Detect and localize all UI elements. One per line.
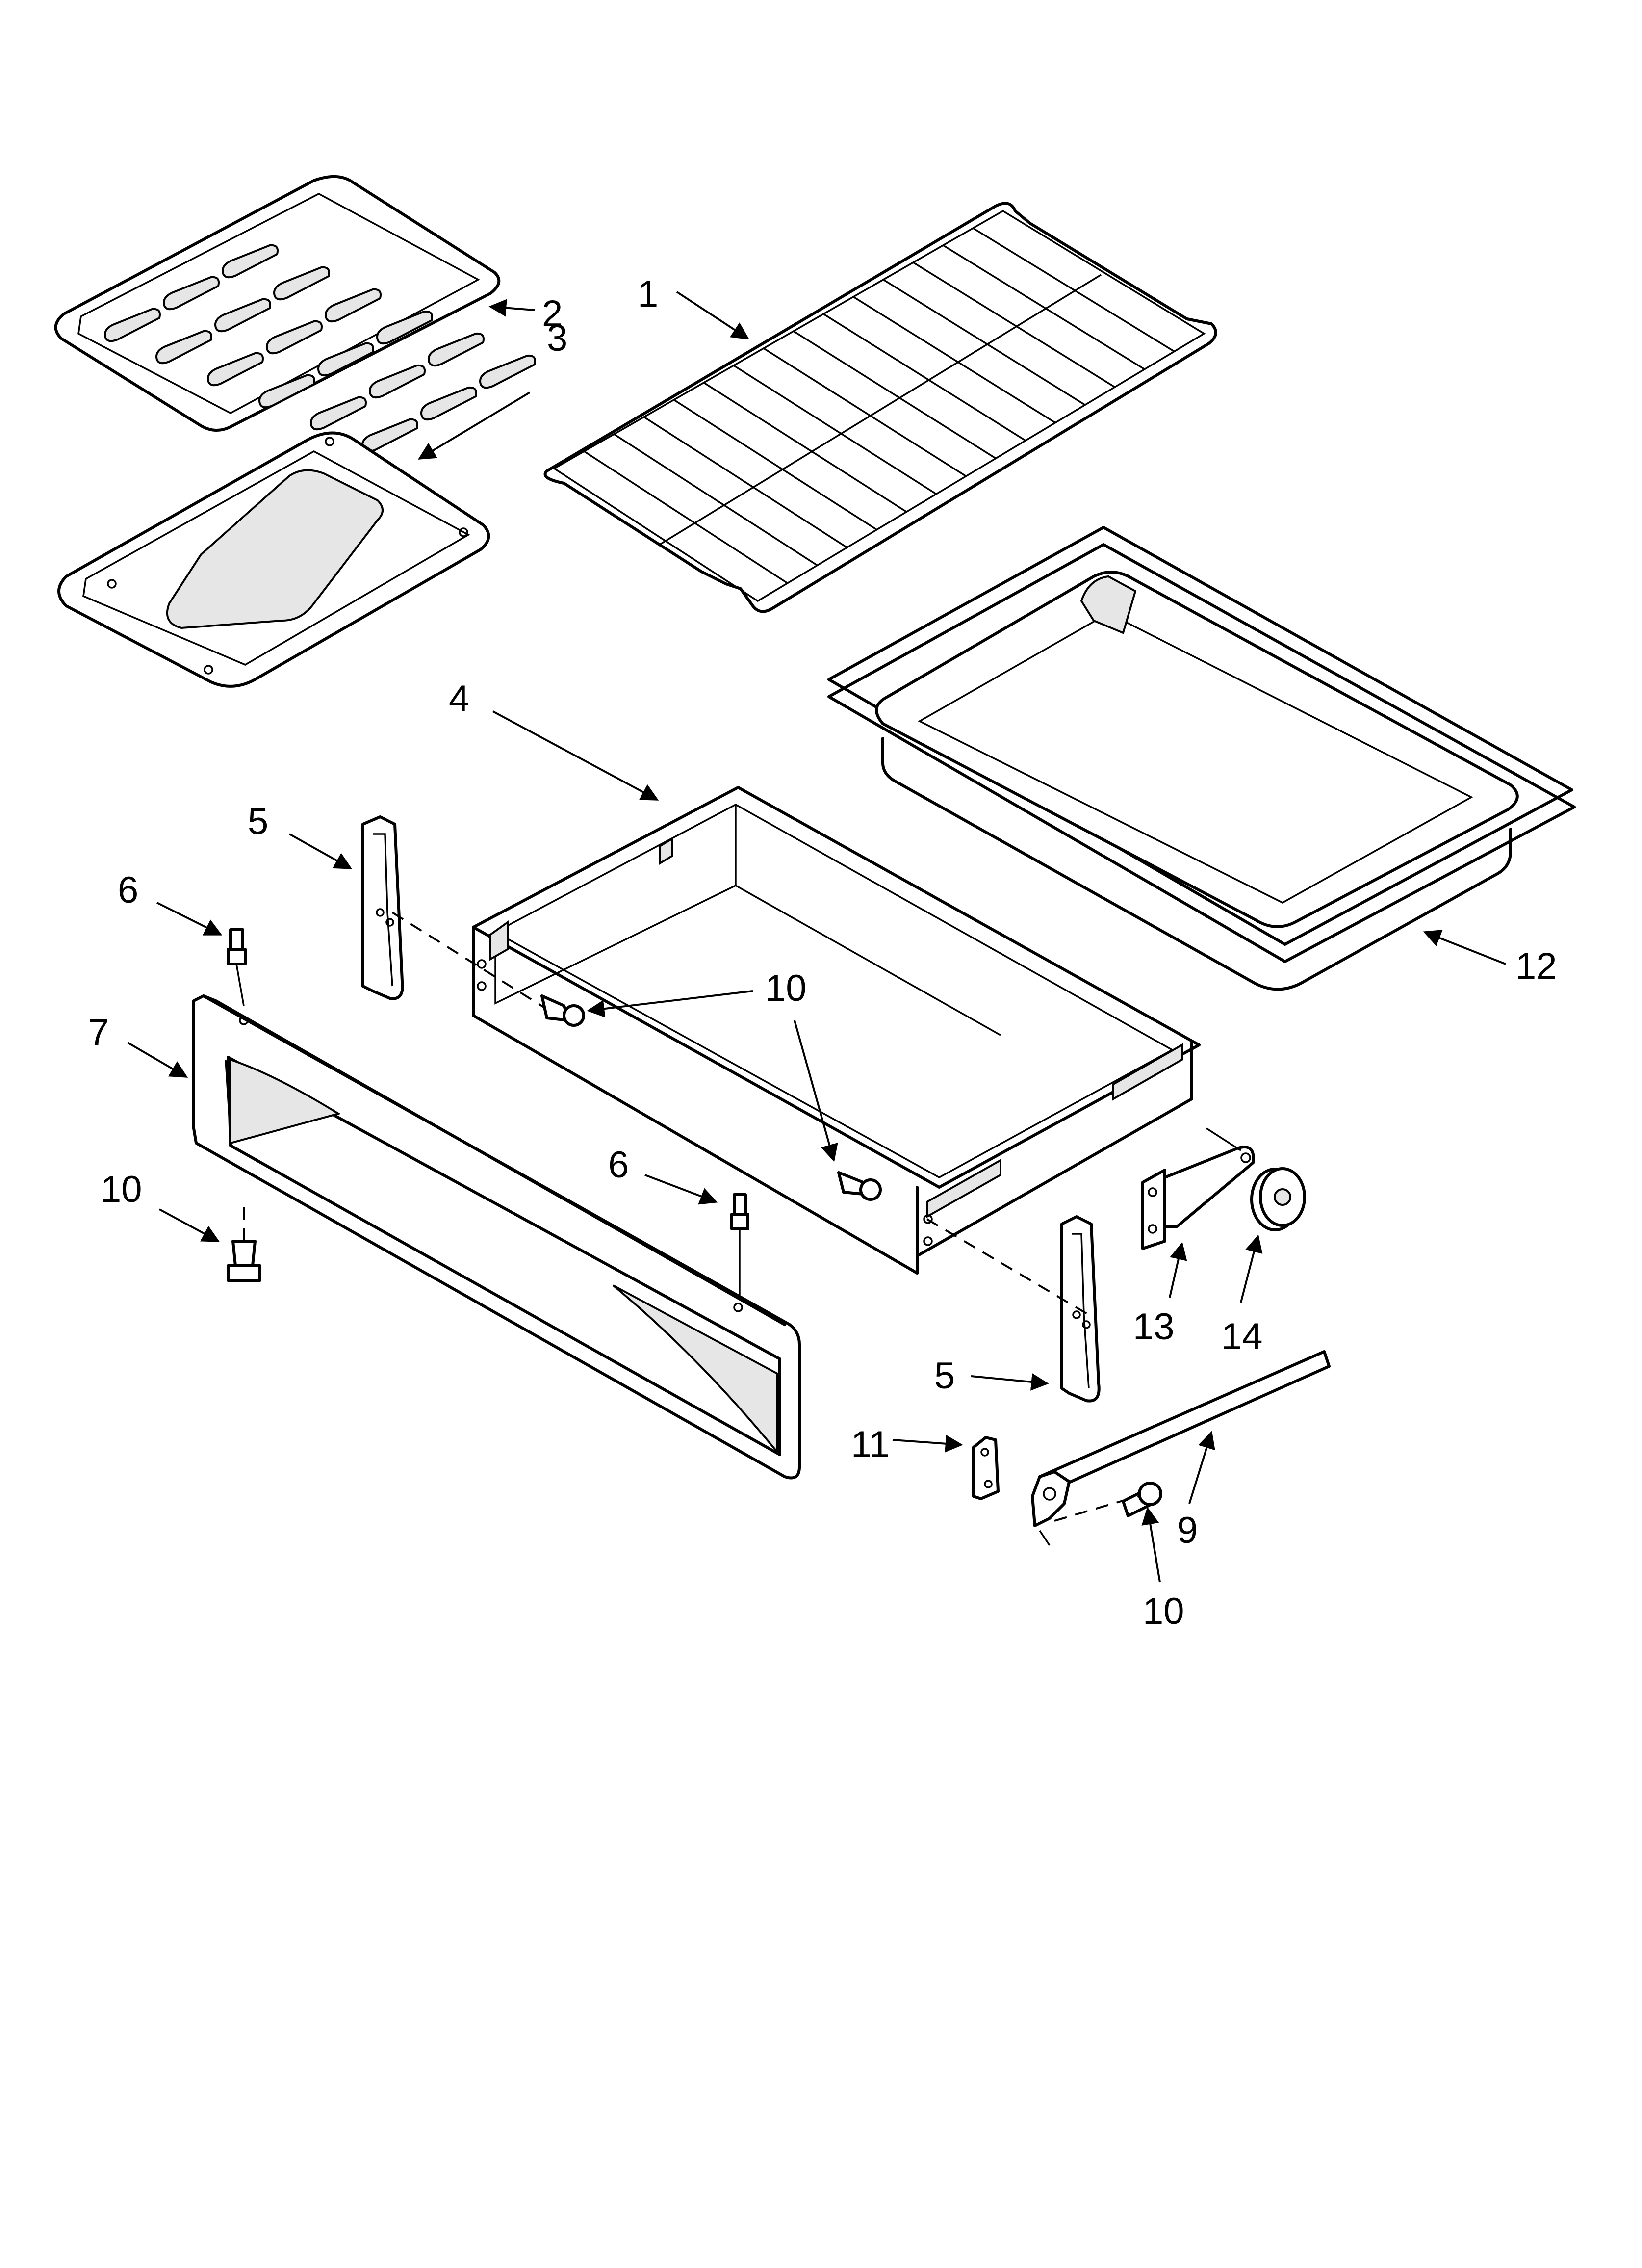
grid-slot [155, 330, 212, 365]
leader-6b [644, 1174, 718, 1205]
leader-10b [794, 1020, 838, 1162]
rack-bar [584, 450, 788, 584]
slide-left [361, 815, 404, 1000]
rack-bar [913, 261, 1115, 388]
callout-6b: 6 [608, 1144, 629, 1186]
grid-slot [258, 374, 315, 409]
screw-front [227, 1240, 261, 1282]
rack-bar [943, 244, 1145, 370]
grid-slot [420, 386, 477, 421]
callout-12: 12 [1515, 945, 1557, 987]
grid-slot [266, 320, 323, 355]
rack-bar [643, 416, 847, 548]
grid-slot [207, 352, 264, 387]
callout-13: 13 [1133, 1306, 1175, 1348]
callout-3: 3 [547, 317, 567, 359]
broiler-grid [54, 175, 536, 453]
oven-rack [543, 202, 1217, 613]
callout-9: 9 [1177, 1510, 1198, 1551]
rack-bar [823, 313, 1026, 442]
callouts: 1 2 3 4 5 5 6 6 7 9 10 10 10 11 12 13 14 [88, 273, 1557, 1632]
leader-1 [676, 291, 750, 339]
rack-bar [733, 365, 937, 495]
grid-slot [376, 310, 433, 345]
grid-slot [104, 308, 161, 342]
leader-9 [1188, 1431, 1215, 1504]
callout-11: 11 [851, 1424, 890, 1465]
callout-10c: 10 [1143, 1590, 1184, 1632]
grid-slot [273, 266, 330, 301]
bracket [1141, 1127, 1255, 1250]
leader-13 [1169, 1242, 1187, 1298]
alignment-line-left [391, 912, 550, 1012]
drawer-front-panel [192, 994, 801, 1480]
leader-2 [488, 299, 535, 317]
grid-slot [222, 244, 279, 279]
callout-14: 14 [1221, 1316, 1263, 1357]
callout-6a: 6 [118, 869, 138, 911]
leaders [127, 291, 1506, 1583]
callout-1: 1 [638, 273, 658, 315]
leader-5b [971, 1373, 1049, 1391]
leader-12 [1423, 930, 1506, 965]
roller [1250, 1167, 1306, 1231]
leader-10c [159, 1208, 220, 1242]
rack-bar [853, 296, 1056, 424]
broiler-pan [57, 431, 490, 688]
leader-14 [1240, 1234, 1263, 1303]
screw-center [540, 994, 585, 1027]
callout-5b: 5 [934, 1355, 955, 1397]
alignment-line-right [926, 1218, 1090, 1316]
grid-slot [325, 288, 382, 323]
screw-drawer [837, 1171, 882, 1201]
drawer-pan [827, 526, 1576, 991]
grid-slot [163, 276, 220, 311]
callout-10b: 10 [101, 1169, 142, 1210]
leader-11 [892, 1434, 963, 1453]
rack-bar [703, 382, 907, 513]
rack-bar [673, 399, 877, 531]
leader-3 [417, 391, 531, 460]
rack-bar [614, 433, 818, 566]
callout-7: 7 [88, 1012, 109, 1053]
callout-4: 4 [449, 678, 469, 720]
callout-5a: 5 [248, 801, 268, 842]
leader-5a [289, 833, 353, 869]
leader-7 [127, 1042, 188, 1078]
leader-6a [156, 902, 223, 936]
leader-4 [492, 710, 659, 801]
rack-bars [584, 227, 1175, 584]
rack-bar [793, 330, 997, 459]
stud-left [227, 928, 247, 1006]
drawer-body [472, 786, 1201, 1275]
rack-bar [973, 227, 1175, 352]
rack-bar [883, 279, 1086, 406]
side-rail [1031, 1350, 1331, 1546]
leader-10a [587, 990, 753, 1018]
grid-slots [104, 244, 536, 453]
leader-10d [1141, 1507, 1161, 1583]
screw-rail [1122, 1482, 1162, 1517]
callout-10a: 10 [765, 967, 807, 1009]
grid-slot [369, 364, 426, 399]
stud-right [730, 1193, 749, 1295]
grid-slot [428, 332, 485, 367]
grid-slot [479, 354, 536, 389]
callout-2: 2 [542, 293, 563, 335]
grid-slot [317, 342, 374, 377]
grid-slot [214, 298, 271, 333]
clip [972, 1436, 1000, 1500]
rack-bar [763, 347, 967, 477]
grid-slot [361, 418, 418, 453]
grid-slot [310, 396, 367, 431]
